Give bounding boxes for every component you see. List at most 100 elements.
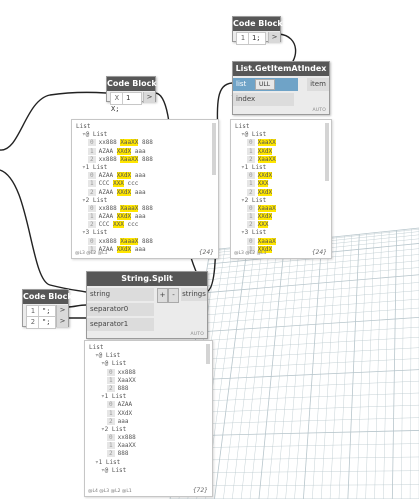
item-highlight: XXdX [116,213,132,221]
grid-line [176,456,419,461]
list-label[interactable]: List [235,123,250,130]
item-index: 0 [247,237,255,245]
input-port-separator0[interactable]: separator0 [87,303,154,316]
item-index: 2 [88,155,96,163]
list-label[interactable]: ▿1 List [95,458,121,466]
grid-line [267,241,293,499]
grid-line [214,246,248,499]
list-label[interactable]: ▿3 List [82,229,108,237]
list-label[interactable]: ▿2 List [241,196,267,204]
item-index: 0 [247,204,255,212]
list-label[interactable]: ▿@ List [101,360,127,368]
item-index: 1 [247,245,255,253]
list-level-tag[interactable]: ULL [254,78,275,90]
grid-line [206,254,419,275]
preview-scrollbar[interactable] [206,344,210,364]
list-label[interactable]: ▿1 List [82,163,108,171]
input-port-separator1[interactable]: separator1 [87,318,154,331]
item-index: 0 [88,139,96,147]
list-label[interactable]: ▿@ List [95,352,121,360]
list-label[interactable]: ▿3 List [241,229,267,237]
preview-scrollbar[interactable] [212,123,216,175]
list-label[interactable]: ▿@ List [241,131,267,139]
input-port-index[interactable]: index [233,93,294,106]
string-split-node[interactable]: String.Split string separator0 separator… [86,271,208,339]
grid-line [183,404,419,413]
grid-line [193,337,419,351]
list-levels: @L3 @L2 @L1 [75,251,108,256]
output-port[interactable]: > [143,92,155,103]
grid-line [329,235,345,499]
node-title: Code Block [233,17,283,31]
wire-input-to-string-split[interactable] [0,169,87,293]
list-label[interactable]: ▿2 List [101,425,127,433]
grid-line [187,380,419,391]
get-item-at-index-node[interactable]: List.GetItemAtIndex list ULL index item … [232,61,330,115]
list-label[interactable]: ▿2 List [82,196,108,204]
line-number: X [111,93,123,104]
grid-line [312,237,330,499]
list-label[interactable]: List [76,123,91,130]
list-label[interactable]: List [89,344,104,351]
list-label[interactable]: ▿@ List [101,466,127,474]
item-text: aaa [131,147,146,155]
grid-line [365,232,375,499]
remove-input-button[interactable]: - [168,288,179,303]
list-label[interactable]: ▿@ List [82,131,108,139]
preview-line: ▿3 List [76,229,153,237]
preview-scrollbar[interactable] [325,123,329,181]
preview-line: ▿@ List [89,467,136,475]
wire-input-to-mid-code-block[interactable] [0,91,107,151]
item-index: 0 [247,172,255,180]
node-title: String.Split [87,272,207,286]
preview-line: List [76,123,153,131]
output-port[interactable]: > [268,32,280,43]
code-line[interactable]: 2"; [26,316,56,329]
item-text: xx888 [98,139,121,147]
grid-line [249,242,278,499]
grid-line [198,307,419,324]
output-port-strings[interactable]: strings [181,288,207,301]
add-input-button[interactable]: + [157,288,168,303]
grid-line [338,235,353,499]
node-title: Code Block [107,77,157,91]
input-port-string[interactable]: string [87,288,154,301]
port-label: strings [182,290,206,298]
output-port-item[interactable]: item [307,78,329,91]
list-label[interactable]: ▿1 List [101,393,127,401]
output-port-1[interactable]: > [56,305,68,316]
item-index: 2 [247,221,255,229]
preview-line: ▿1 List [235,164,276,172]
code-block-node-left[interactable]: Code Block 1"; 2"; > > [22,289,73,329]
item-index: 1 [107,409,115,417]
item-index: 2 [107,450,115,458]
item-text: 888 [138,237,153,245]
list-label[interactable]: ▿1 List [241,163,267,171]
item-highlight: XaaaX [120,237,139,245]
output-port-2[interactable]: > [56,316,68,327]
grid-line [401,229,405,499]
wire-left-code-to-sep0[interactable] [66,304,87,308]
item-text: AZAA [98,188,117,196]
input-port-list[interactable]: list ULL [233,78,298,91]
